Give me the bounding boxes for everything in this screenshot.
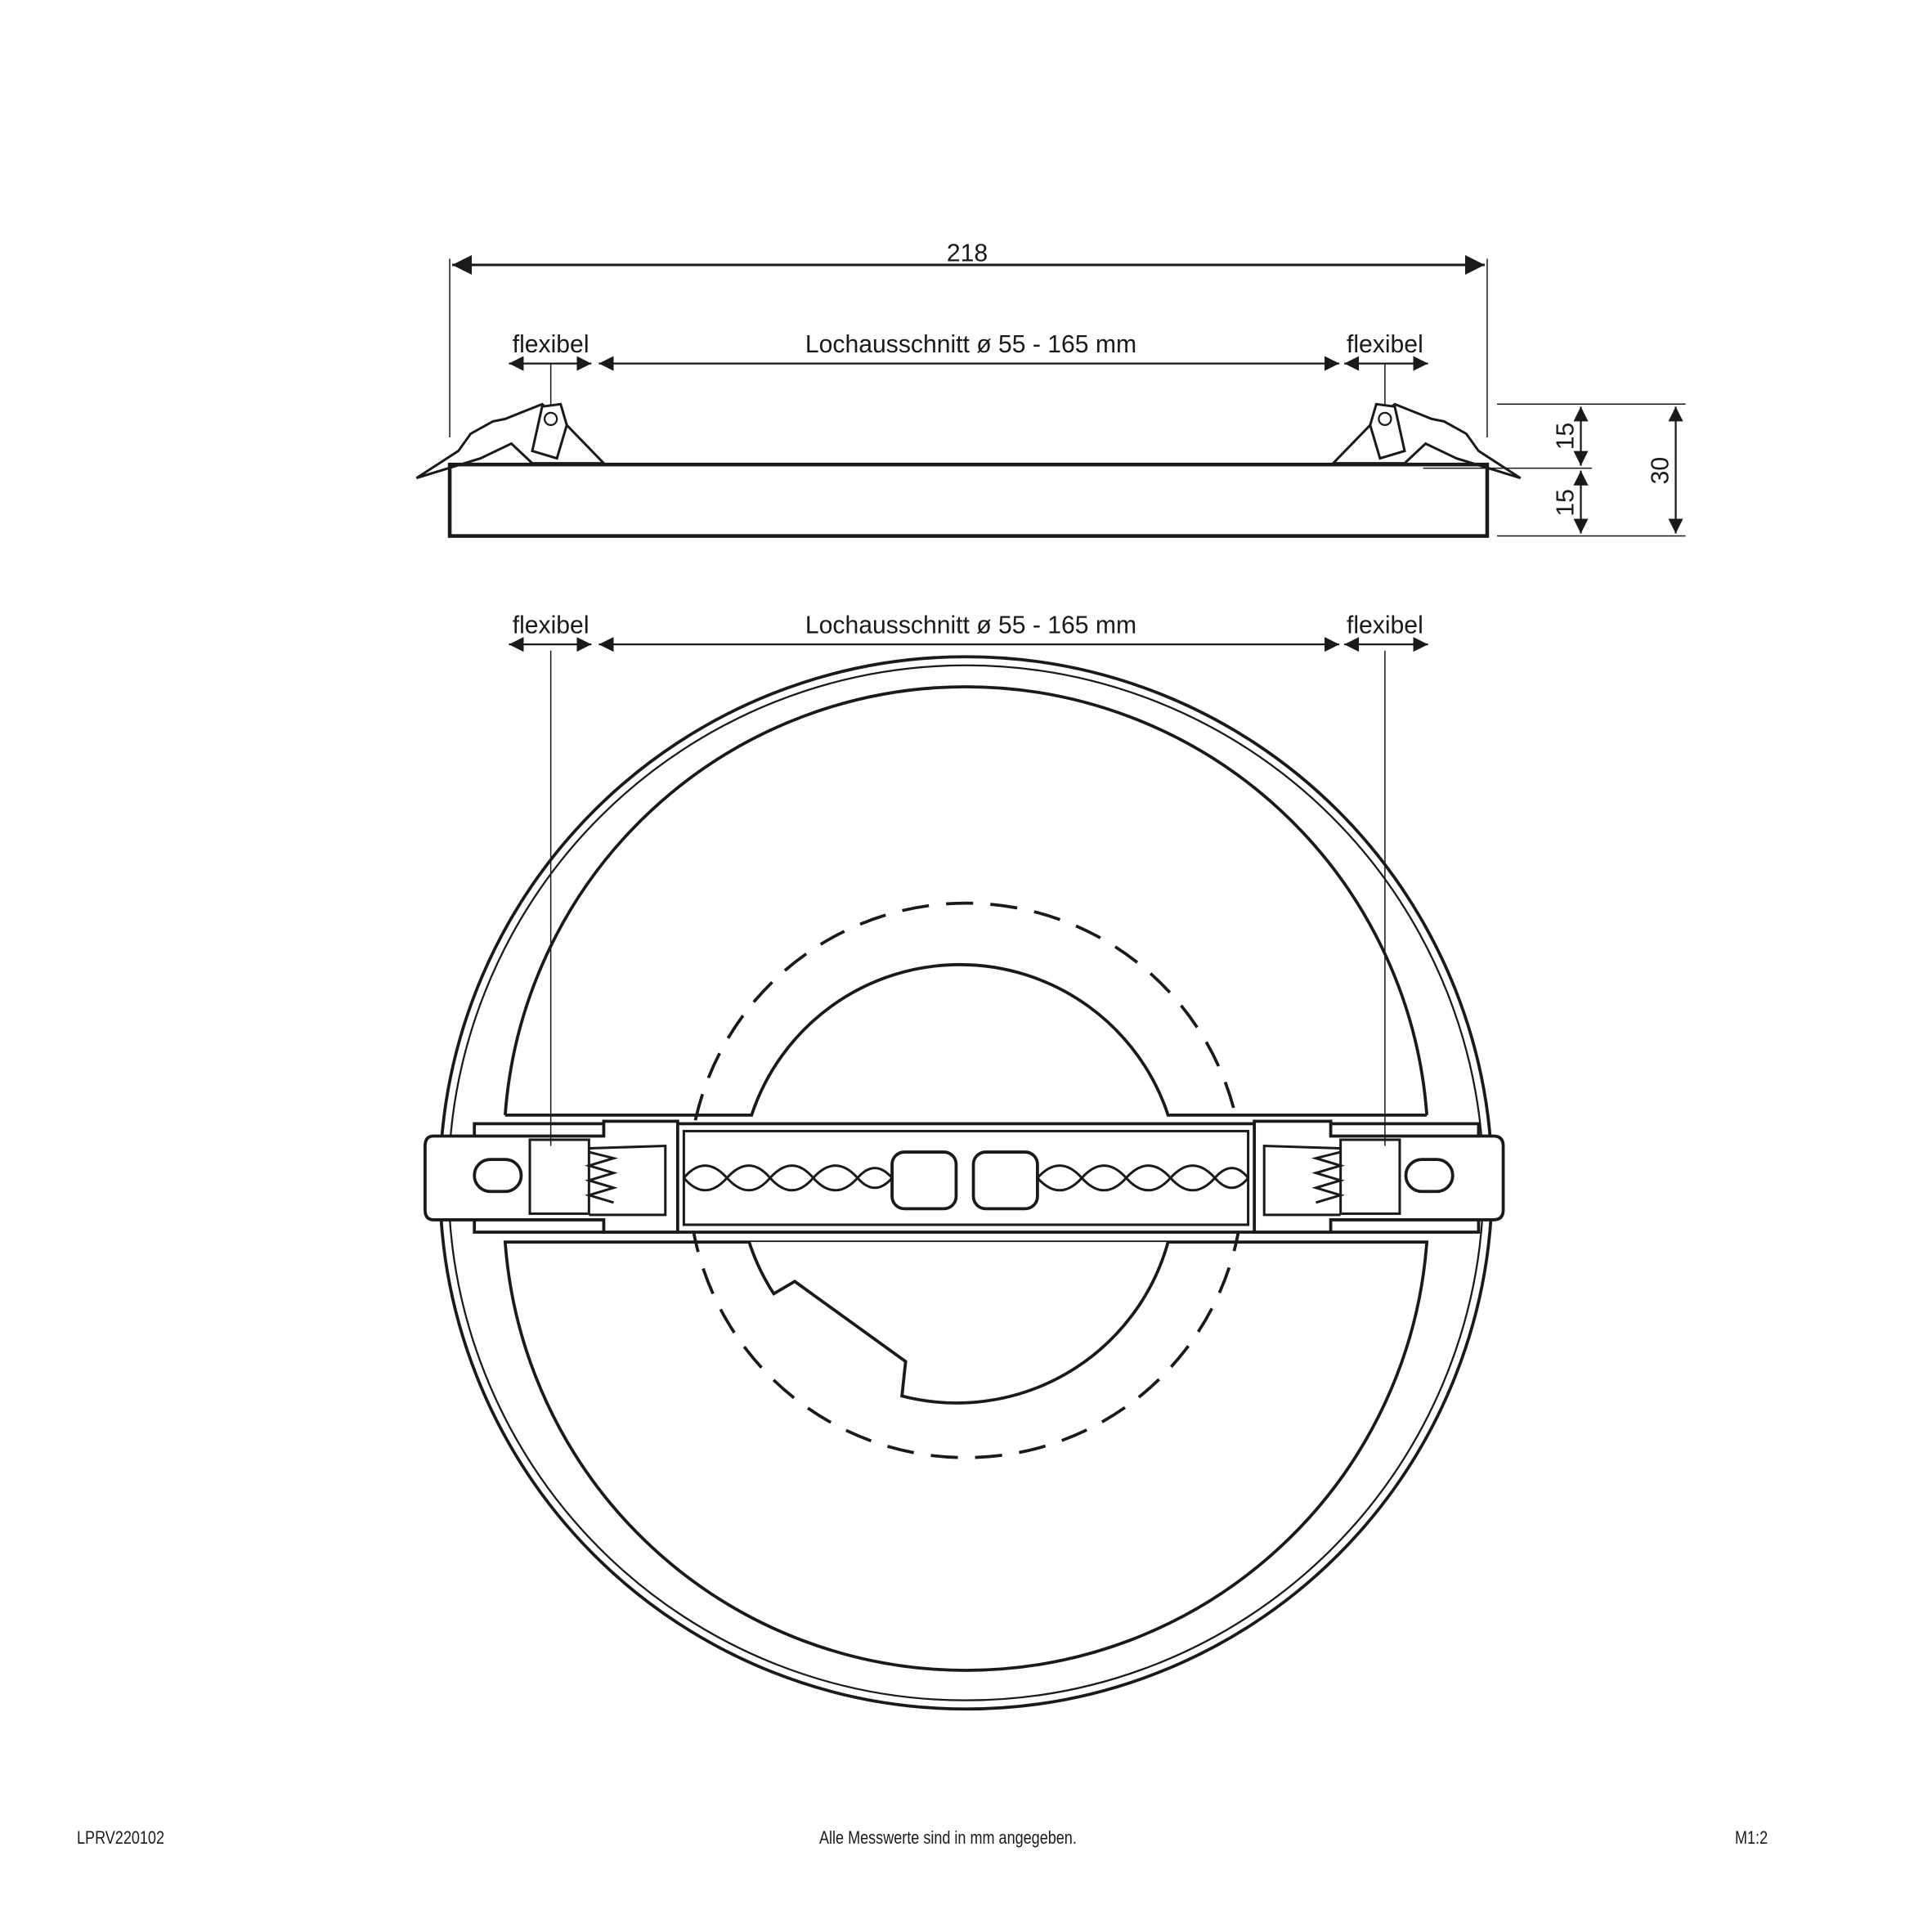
- inner-ring-top: [503, 685, 1429, 1115]
- dimension-labels: 218 flexibel Lochausschnitt ø 55 - 165 m…: [513, 240, 1674, 639]
- bead-chain: [683, 1150, 1249, 1211]
- cutout-label-top-view: Lochausschnitt ø 55 - 165 mm: [805, 612, 1136, 639]
- flex-label-left-top-view: flexibel: [513, 612, 589, 639]
- inner-hole-bottom: [747, 1241, 1170, 1405]
- flex-label-right-top-view: flexibel: [1347, 612, 1423, 639]
- side-view: [415, 254, 1686, 538]
- clip-right: [1330, 402, 1522, 480]
- cutout-label: Lochausschnitt ø 55 - 165 mm: [805, 331, 1136, 358]
- scale-label: M1:2: [1735, 1827, 1768, 1848]
- clip-left: [415, 402, 607, 480]
- article-number: LPRV220102: [77, 1827, 165, 1848]
- housing-body: [447, 462, 1490, 538]
- spring-clip-right: [1253, 1119, 1505, 1234]
- top-view: [424, 637, 1505, 1711]
- spring-clip-left: [424, 1119, 679, 1234]
- height-lower-label: 15: [1552, 489, 1579, 517]
- measurement-note: Alle Messwerte sind in mm angegeben.: [819, 1827, 1077, 1848]
- height-total-label: 30: [1647, 457, 1674, 485]
- inner-ring-bottom: [503, 1240, 1429, 1672]
- overall-width-label: 218: [947, 240, 988, 267]
- flex-label-left: flexibel: [513, 331, 589, 358]
- height-upper-label: 15: [1552, 423, 1579, 451]
- flex-label-right: flexibel: [1347, 331, 1423, 358]
